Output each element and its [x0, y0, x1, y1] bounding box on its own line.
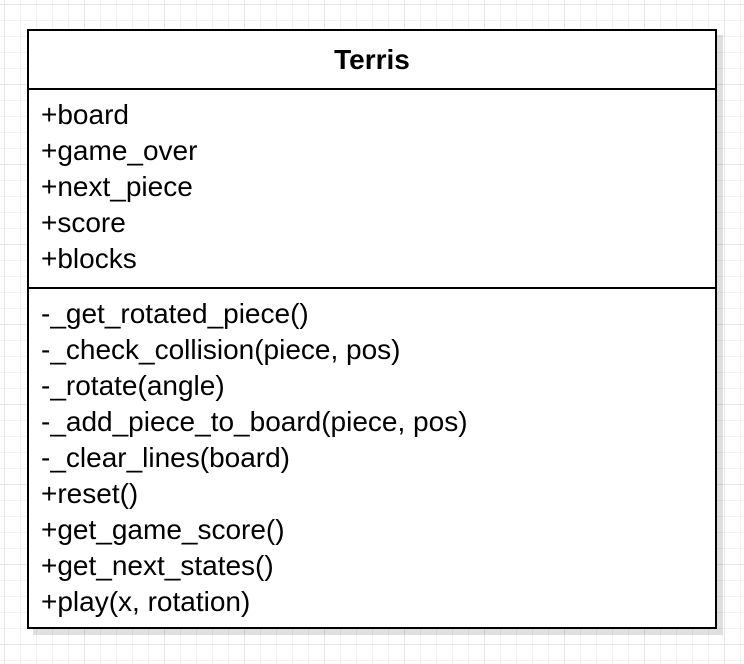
method-reset: +reset(): [41, 478, 139, 509]
method-clear-lines: -_clear_lines(board): [41, 442, 291, 473]
attribute-blocks: +blocks: [41, 243, 137, 274]
methods-compartment: -_get_rotated_piece() -_check_collision(…: [29, 289, 715, 627]
attributes-compartment: +board +game_over +next_piece +score +bl…: [29, 90, 715, 289]
method-get-rotated-piece: -_get_rotated_piece(): [41, 298, 309, 329]
attribute-next-piece: +next_piece: [41, 171, 193, 202]
attribute-game-over: +game_over: [41, 135, 198, 166]
method-get-game-score: +get_game_score(): [41, 514, 285, 545]
method-add-piece-to-board: -_add_piece_to_board(piece, pos): [41, 406, 468, 437]
method-get-next-states: +get_next_states(): [41, 550, 274, 581]
method-rotate: -_rotate(angle): [41, 370, 225, 401]
attribute-score: +score: [41, 207, 126, 238]
method-play: +play(x, rotation): [41, 586, 251, 617]
uml-class-box[interactable]: Terris +board +game_over +next_piece +sc…: [27, 29, 717, 629]
attribute-board: +board: [41, 99, 129, 130]
method-check-collision: -_check_collision(piece, pos): [41, 334, 401, 365]
class-name: Terris: [29, 31, 715, 90]
